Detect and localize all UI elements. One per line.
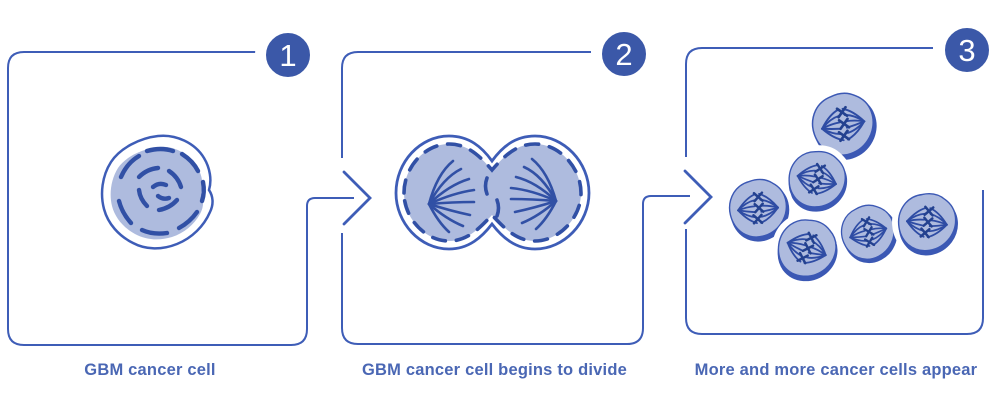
arrow-1-2-icon	[342, 170, 372, 226]
step-2-caption: GBM cancer cell begins to divide	[362, 361, 627, 379]
chromatin-dashes	[116, 146, 206, 236]
arrow-2-3-icon	[683, 169, 713, 225]
step-1-caption: GBM cancer cell	[84, 361, 216, 379]
step-3-badge: 3	[934, 17, 1000, 83]
waist-chromatin-dashes	[483, 176, 501, 218]
panel-3-border	[685, 47, 984, 335]
step-3-caption: More and more cancer cells appear	[694, 361, 978, 379]
cell-cytoplasm	[110, 146, 204, 240]
left-spindle-aster	[427, 159, 476, 234]
right-spindle-aster	[509, 157, 558, 231]
dividing-cell-membrane-outline	[394, 134, 591, 251]
step-2-number: 2	[615, 36, 633, 72]
panel-2-border	[341, 51, 690, 345]
cell-membrane-outline	[100, 134, 214, 250]
step-2-badge: 2	[591, 21, 657, 87]
step-1-badge: 1	[255, 22, 321, 88]
cancer-cell-6	[887, 182, 967, 262]
single-gbm-cancer-cell-illustration	[90, 128, 226, 256]
step-3-number: 3	[958, 32, 976, 68]
step-1-number: 1	[279, 37, 297, 73]
gbm-cancer-cell-dividing-illustration	[385, 125, 600, 260]
multiple-gbm-cancer-cells-illustration	[719, 79, 967, 294]
panel-1-border	[7, 51, 354, 346]
